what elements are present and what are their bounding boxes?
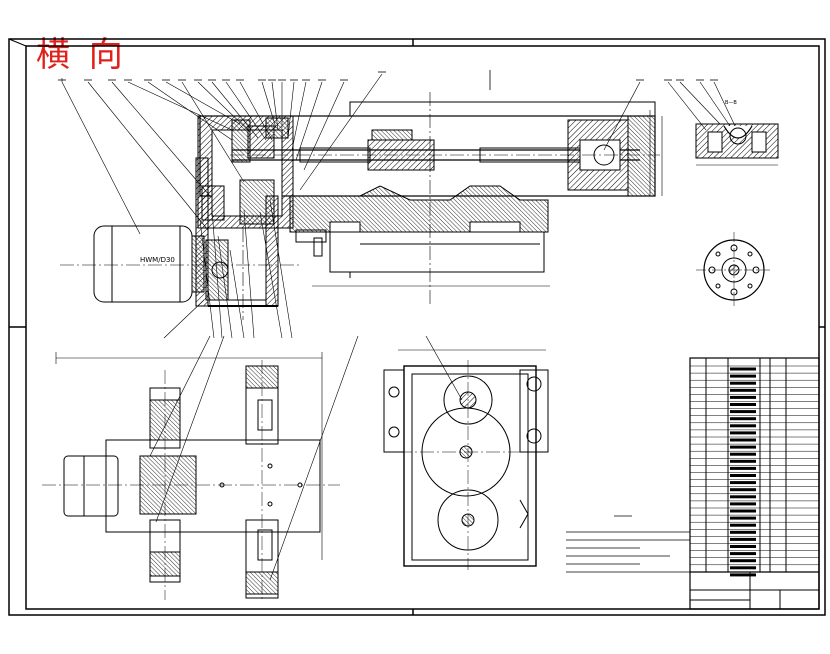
parts-list-entry (730, 466, 756, 470)
parts-list-entry (730, 374, 756, 378)
parts-list-entry (730, 474, 756, 477)
drive-motor: HWM/D30 (93, 225, 205, 303)
parts-list-entry (730, 495, 756, 499)
flange-view (696, 232, 772, 308)
parts-list-entry (730, 545, 756, 548)
parts-list-entry (730, 424, 756, 428)
parts-list-entry (730, 552, 756, 556)
detail-label: B—B (725, 100, 737, 106)
parts-list-entry (730, 481, 756, 485)
parts-list-entry (730, 488, 756, 492)
parts-list-entry (730, 395, 756, 399)
parts-list-entry (730, 452, 756, 456)
parts-list-entry (730, 410, 756, 414)
parts-list-entry (730, 431, 756, 435)
drawing-frame (8, 38, 826, 616)
parts-list-entry (730, 530, 756, 534)
screw-nut (367, 129, 435, 171)
main-section-view (60, 70, 663, 320)
parts-list-entry (730, 573, 756, 577)
parts-list-entry (730, 381, 756, 385)
parts-list-entry (730, 367, 756, 371)
parts-list-entry (730, 459, 756, 463)
parts-list-entry (730, 523, 756, 527)
parts-list-entry (730, 566, 756, 570)
motor-label: HWM/D30 (140, 256, 175, 264)
parts-list-entry (730, 509, 756, 513)
balloon-marks (58, 71, 718, 81)
parts-list-rows (690, 365, 819, 577)
parts-list-entry (730, 516, 756, 520)
cross-section-view (383, 335, 549, 570)
parts-list-entry (730, 537, 756, 541)
parts-list-entry (730, 417, 756, 421)
plan-view (42, 335, 359, 600)
parts-list-entry (730, 438, 756, 442)
parts-list-entry (730, 403, 756, 406)
parts-list-entry (730, 445, 756, 449)
balloon-leaders (61, 73, 737, 339)
parts-list-entry (730, 559, 756, 563)
parts-list-entry (730, 502, 756, 506)
technical-notes (566, 515, 690, 573)
rail-detail-view: B—B (695, 100, 779, 166)
orientation-stamp: 横 向 (36, 35, 127, 75)
parts-list-entry (730, 388, 756, 392)
